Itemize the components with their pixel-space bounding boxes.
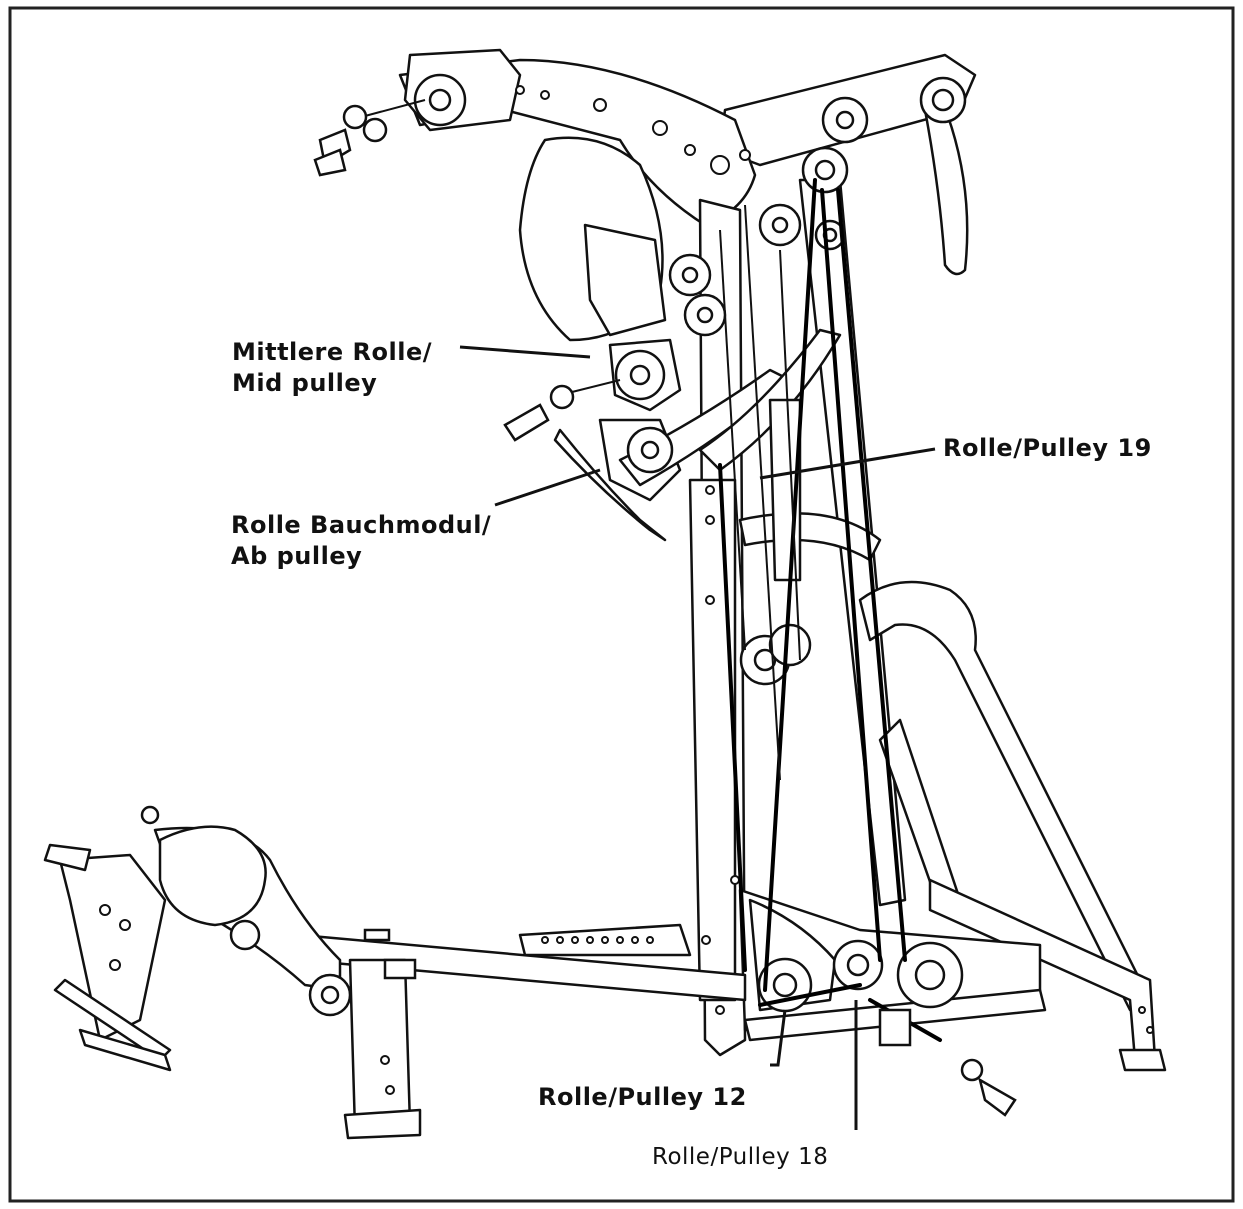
leader-lines <box>459 345 936 1130</box>
label-pulley-18: Rolle/Pulley 18 <box>652 1144 829 1170</box>
leader-mid-pulley <box>459 345 591 359</box>
cables <box>718 178 942 1042</box>
pulleys <box>229 73 967 1017</box>
label-pulley-12: Rolle/Pulley 12 <box>538 1083 747 1111</box>
cable-handles <box>140 104 1017 1117</box>
label-ab-pulley: Rolle Bauchmodul/ Ab pulley <box>231 510 491 572</box>
leader-pulley-12 <box>770 1009 787 1067</box>
leader-pulley-19 <box>759 447 936 480</box>
label-mid-pulley: Mittlere Rolle/ Mid pulley <box>232 337 432 399</box>
label-pulley-19: Rolle/Pulley 19 <box>943 434 1152 462</box>
label-ab-pulley-line2: Ab pulley <box>231 542 363 570</box>
frame-holes <box>99 85 1154 1095</box>
thin-cables <box>349 99 801 781</box>
label-mid-pulley-line2: Mid pulley <box>232 369 378 397</box>
leader-ab-pulley <box>494 468 601 507</box>
label-ab-pulley-line1: Rolle Bauchmodul/ <box>231 511 492 539</box>
label-mid-pulley-line1: Mittlere Rolle/ <box>232 338 432 366</box>
